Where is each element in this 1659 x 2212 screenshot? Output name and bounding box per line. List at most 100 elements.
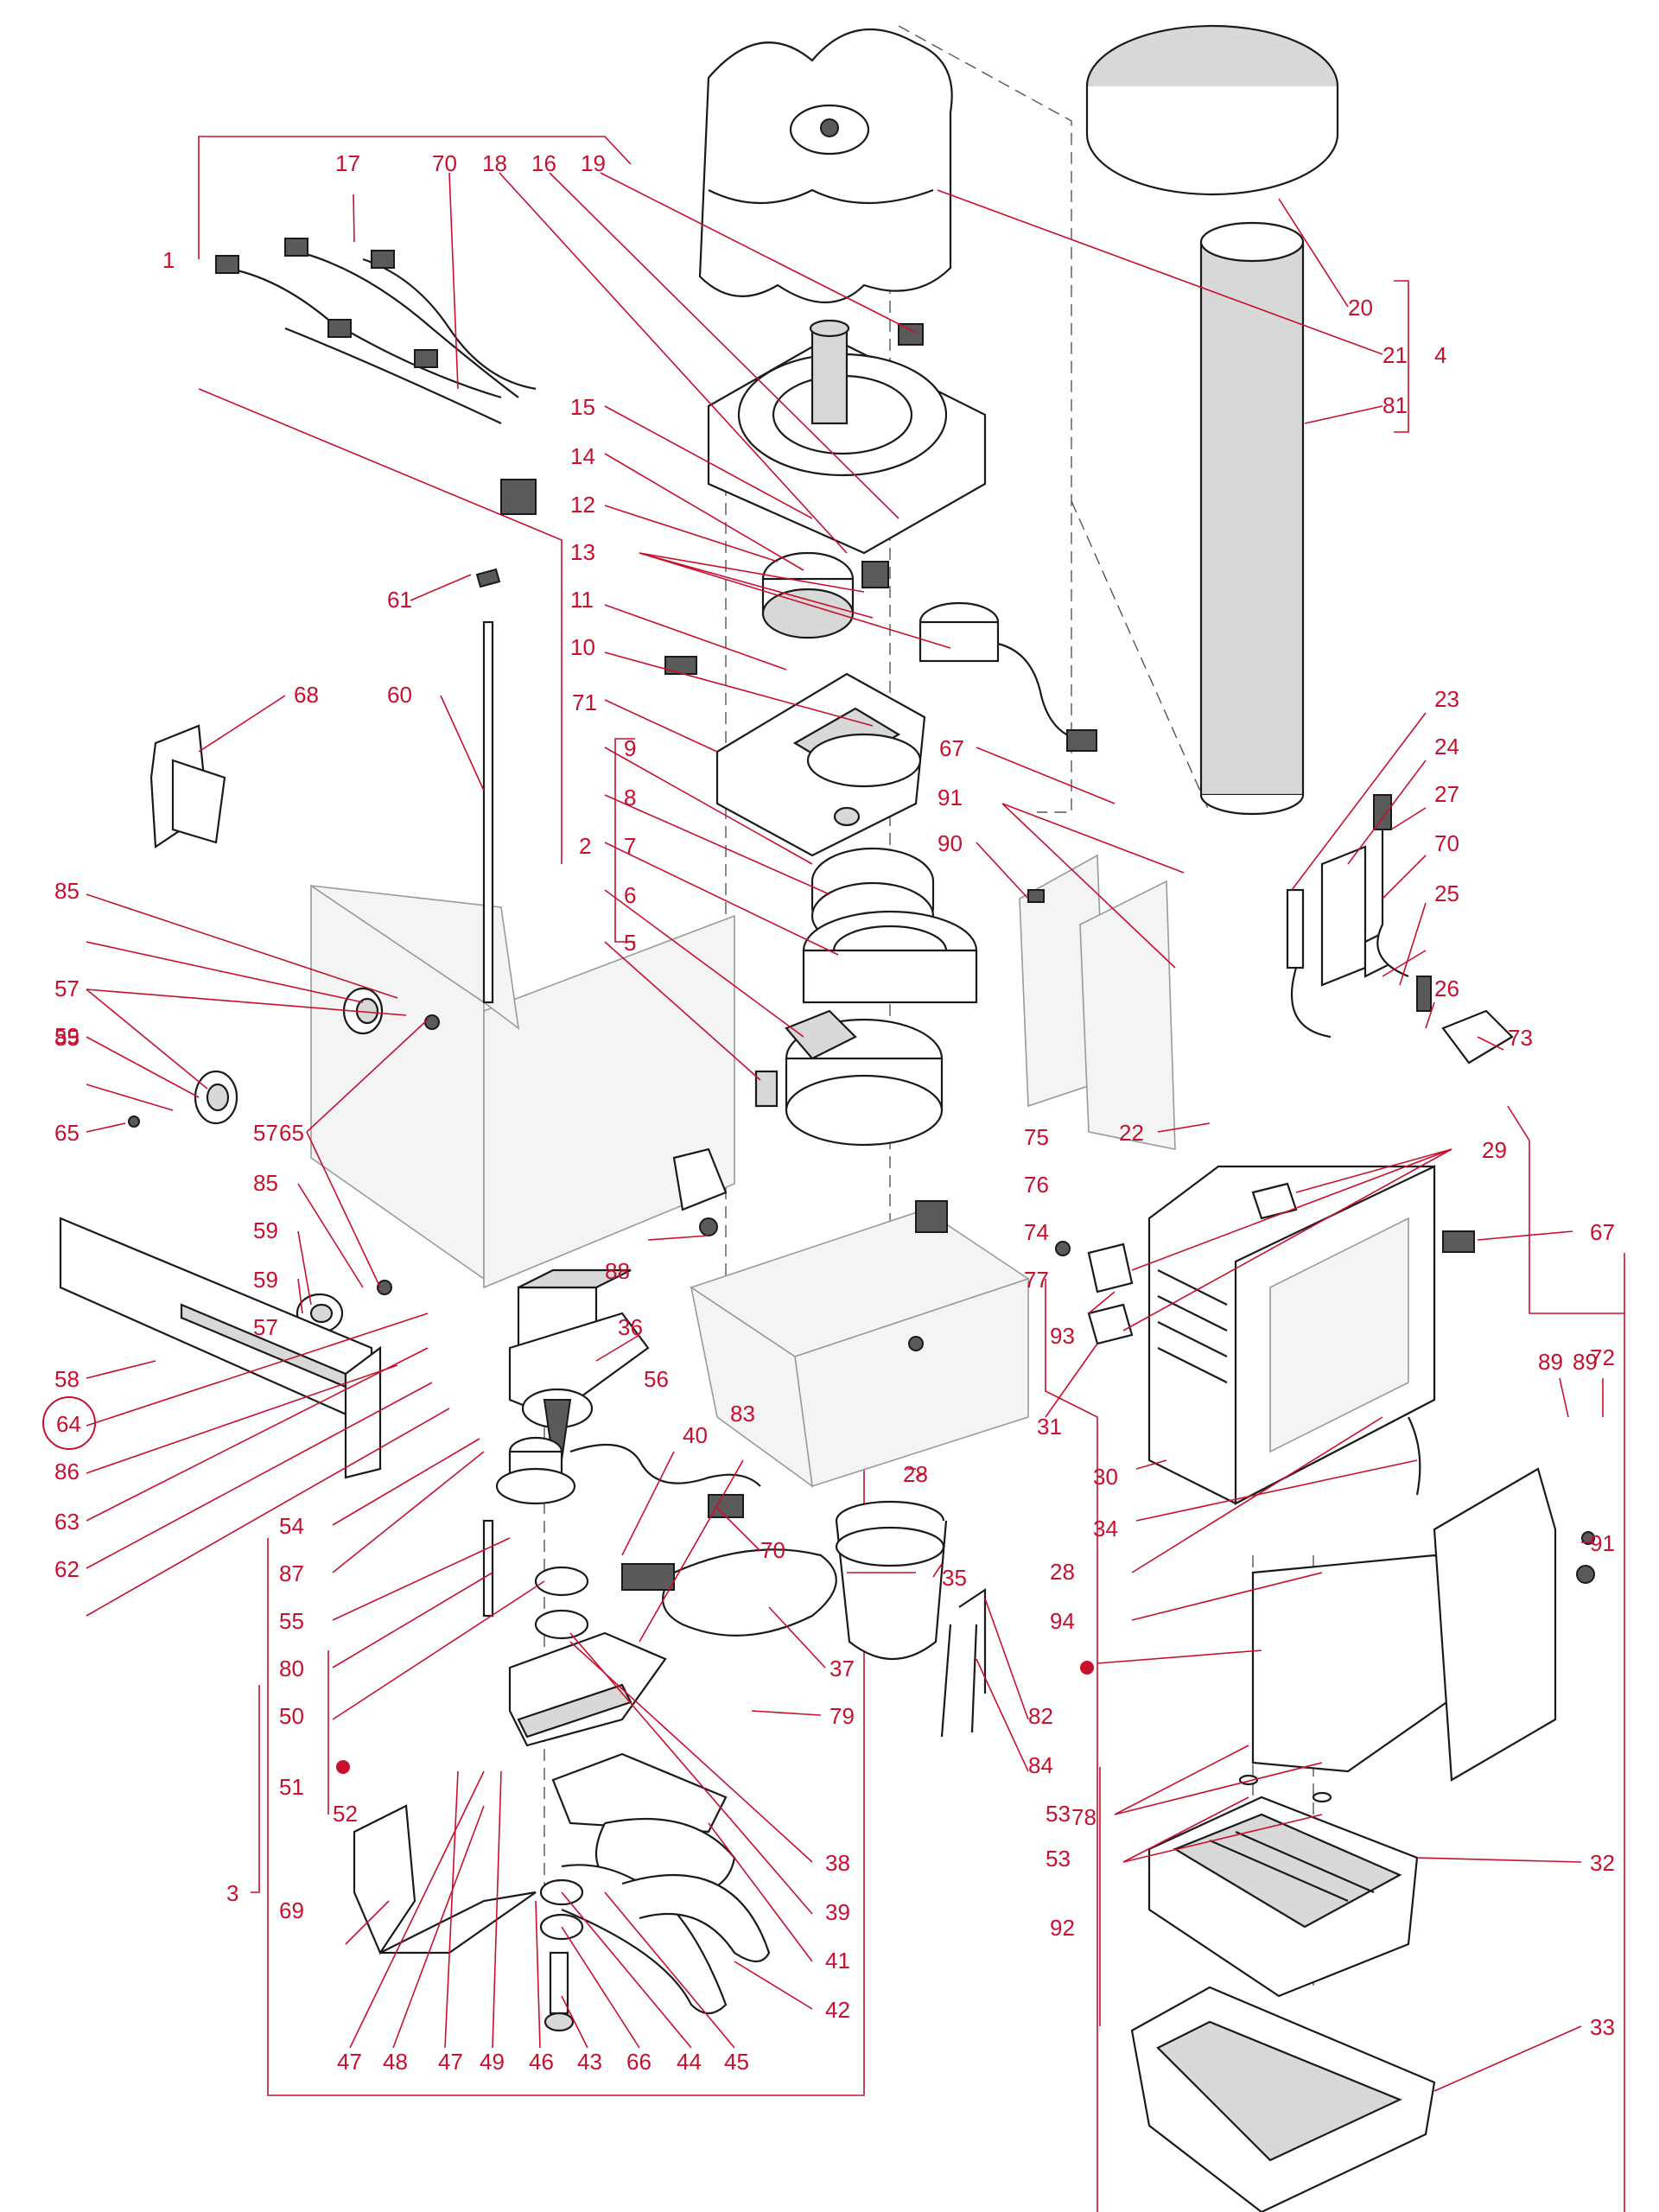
part-label: 94 bbox=[1050, 1608, 1075, 1634]
part-label: 93 bbox=[1050, 1323, 1075, 1349]
gasket-plates bbox=[1087, 1182, 1475, 1345]
part-label: 21 bbox=[1382, 342, 1408, 368]
part-label: 2 bbox=[579, 833, 591, 859]
part-label: 6 bbox=[624, 882, 636, 908]
highlight-circle bbox=[42, 1396, 96, 1450]
part-label: 48 bbox=[383, 2049, 408, 2075]
part-label: 29 bbox=[1482, 1137, 1507, 1163]
part-label: 14 bbox=[570, 443, 595, 469]
sensor-bracket bbox=[1286, 794, 1514, 1065]
part-label: 54 bbox=[279, 1513, 304, 1539]
part-label: 59 bbox=[253, 1217, 278, 1243]
part-label: 75 bbox=[1024, 1124, 1049, 1150]
part-label: 20 bbox=[1348, 295, 1373, 321]
part-label: 27 bbox=[1434, 781, 1459, 807]
part-label: 80 bbox=[279, 1656, 304, 1681]
part-label: 36 bbox=[618, 1314, 643, 1340]
part-label: 39 bbox=[825, 1899, 850, 1925]
part-label: 82 bbox=[1028, 1703, 1053, 1729]
part-label: 78 bbox=[1071, 1804, 1096, 1830]
part-label: 13 bbox=[570, 539, 595, 565]
part-label: 17 bbox=[335, 150, 360, 176]
part-label: 4 bbox=[1434, 342, 1446, 368]
front-panel-strip bbox=[59, 1217, 382, 1479]
part-label: 15 bbox=[570, 394, 595, 420]
part-label: 24 bbox=[1434, 734, 1459, 760]
chassis-ghost-panels bbox=[310, 854, 1176, 1488]
part-label: 88 bbox=[605, 1258, 630, 1284]
gear-motor-left bbox=[761, 551, 889, 639]
part-label: 28 bbox=[1050, 1559, 1075, 1585]
main-housing bbox=[1147, 1165, 1436, 1505]
part-label: 7 bbox=[624, 833, 636, 859]
part-label: 40 bbox=[683, 1422, 708, 1448]
part-label: 55 bbox=[279, 1608, 304, 1634]
part-label: 11 bbox=[570, 587, 594, 613]
part-label: 47 bbox=[337, 2049, 362, 2075]
part-label: 70 bbox=[1434, 830, 1459, 856]
part-label: 73 bbox=[1508, 1025, 1533, 1051]
part-label: 64 bbox=[56, 1411, 81, 1437]
part-label: 52 bbox=[333, 1801, 358, 1827]
rear-cover bbox=[1251, 1467, 1595, 1782]
brew-funnel bbox=[835, 1500, 948, 1660]
wire-clip bbox=[940, 1587, 987, 1738]
part-label: 53 bbox=[1046, 1801, 1071, 1827]
cup-carousel bbox=[698, 28, 953, 303]
part-label: 66 bbox=[626, 2049, 652, 2075]
part-label: 35 bbox=[942, 1565, 967, 1591]
part-label: 8 bbox=[624, 785, 636, 810]
part-label: 60 bbox=[387, 682, 412, 708]
part-label: 91 bbox=[1590, 1530, 1615, 1556]
part-label: 83 bbox=[730, 1401, 755, 1427]
part-label: 79 bbox=[830, 1703, 855, 1729]
part-label: 91 bbox=[938, 785, 963, 810]
part-label: 86 bbox=[54, 1459, 79, 1484]
part-label: 63 bbox=[54, 1509, 79, 1535]
part-label: 51 bbox=[279, 1774, 304, 1800]
part-label: 69 bbox=[279, 1897, 304, 1923]
part-label: 57 bbox=[253, 1120, 278, 1146]
part-label: 74 bbox=[1024, 1219, 1049, 1245]
gear-motor-right bbox=[918, 601, 1097, 752]
part-label: 45 bbox=[724, 2049, 749, 2075]
part-label: 46 bbox=[529, 2049, 554, 2075]
repeated-labels: 70 70 67 85 85 59 59 57 57 65 28 53 47 9… bbox=[54, 830, 1615, 2075]
part-label: 71 bbox=[572, 690, 597, 715]
part-label: 87 bbox=[279, 1560, 304, 1586]
cup-column-lid bbox=[1085, 24, 1339, 196]
part-label: 77 bbox=[1024, 1267, 1049, 1293]
small-fittings bbox=[672, 889, 1071, 1351]
leader-lines bbox=[86, 172, 1604, 2092]
part-label: 1 bbox=[162, 247, 175, 273]
part-label: 85 bbox=[54, 878, 79, 904]
part-label: 92 bbox=[1050, 1915, 1075, 1941]
part-label: 23 bbox=[1434, 686, 1459, 712]
part-label: 57 bbox=[54, 976, 79, 1001]
group-frames bbox=[198, 136, 1625, 2212]
part-label: 85 bbox=[253, 1170, 278, 1196]
hook-bracket bbox=[149, 724, 226, 849]
part-label: 28 bbox=[903, 1461, 928, 1487]
part-label: 65 bbox=[279, 1120, 304, 1146]
part-label: 49 bbox=[480, 2049, 505, 2075]
part-label: 61 bbox=[387, 587, 412, 613]
reference-dot bbox=[1080, 1661, 1094, 1675]
grinder-motor-unit bbox=[508, 1268, 650, 1461]
part-label: 25 bbox=[1434, 880, 1459, 906]
part-label: 38 bbox=[825, 1850, 850, 1876]
part-label: 85 bbox=[54, 1025, 79, 1051]
turret-base-plate bbox=[707, 319, 987, 555]
part-label: 47 bbox=[438, 2049, 463, 2075]
part-label: 41 bbox=[825, 1948, 850, 1974]
part-label: 19 bbox=[581, 150, 606, 176]
reference-dot bbox=[336, 1760, 350, 1774]
part-label: 67 bbox=[1590, 1219, 1615, 1245]
wiring-harness bbox=[215, 238, 537, 515]
part-label: 53 bbox=[1046, 1846, 1071, 1872]
part-label: 37 bbox=[830, 1656, 855, 1681]
part-label: 58 bbox=[54, 1366, 79, 1392]
part-label: 70 bbox=[432, 150, 457, 176]
part-label: 3 bbox=[226, 1880, 238, 1906]
